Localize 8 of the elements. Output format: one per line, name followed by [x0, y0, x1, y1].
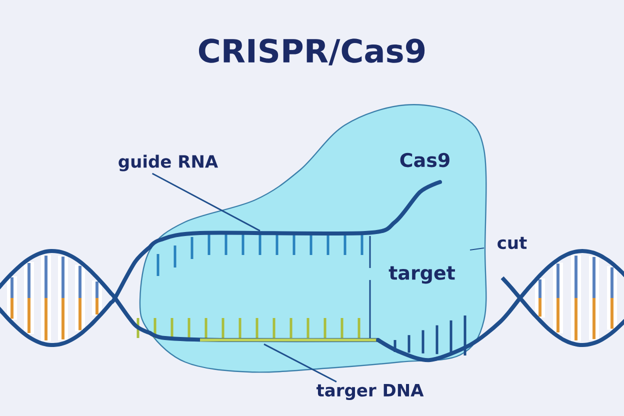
- part-label: target: [388, 266, 455, 284]
- leader-line: [264, 344, 337, 382]
- target-dna-strand: [136, 318, 380, 342]
- part-label: cut: [498, 236, 527, 250]
- callout-label: targer DNA: [316, 384, 424, 400]
- leader-line: [152, 172, 260, 232]
- callout-label: guide RNA: [118, 154, 218, 172]
- title: CRISPR/Cas9: [198, 38, 425, 66]
